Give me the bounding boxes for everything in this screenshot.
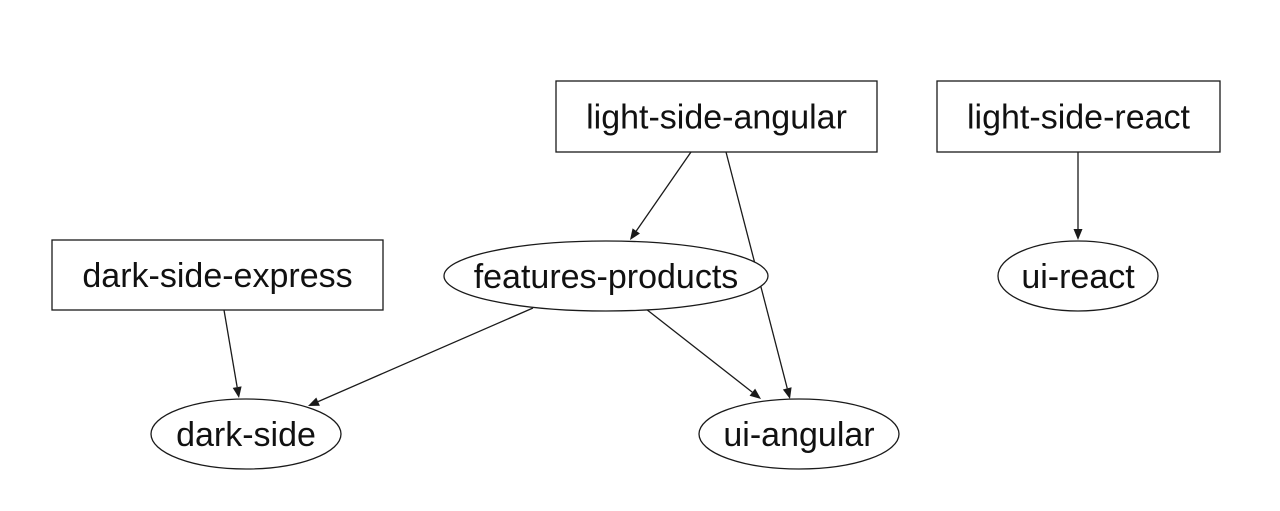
edge-features-products-to-dark-side <box>308 307 534 406</box>
node-label: dark-side-express <box>82 257 352 295</box>
edge-line <box>223 309 238 388</box>
arrow-head-icon <box>1073 229 1083 240</box>
node-ellipse <box>698 398 900 470</box>
arrow-head-icon <box>749 388 761 399</box>
node-ellipse <box>443 240 769 312</box>
arrow-head-icon <box>630 228 640 240</box>
node-box <box>555 80 878 153</box>
node-label: dark-side <box>176 416 316 454</box>
node-label: features-products <box>474 258 739 296</box>
edge-features-products-to-ui-angular <box>645 308 761 399</box>
arrow-head-icon <box>782 387 792 399</box>
node-ellipse <box>150 398 342 470</box>
node-light-side-angular[interactable]: light-side-angular <box>555 80 878 153</box>
node-ellipse <box>997 240 1159 312</box>
node-features-products[interactable]: features-products <box>443 240 769 312</box>
node-label: ui-react <box>1021 258 1135 296</box>
node-dark-side-express[interactable]: dark-side-express <box>51 239 384 311</box>
edge-light-side-angular-to-features-products <box>630 151 692 240</box>
node-light-side-react[interactable]: light-side-react <box>936 80 1221 153</box>
node-ui-angular[interactable]: ui-angular <box>698 398 900 470</box>
arrow-head-icon <box>232 386 242 398</box>
node-box <box>936 80 1221 153</box>
nodes-layer: light-side-angular light-side-react dark-s… <box>51 80 1221 470</box>
node-box <box>51 239 384 311</box>
edge-line <box>635 151 692 232</box>
node-dark-side[interactable]: dark-side <box>150 398 342 470</box>
node-ui-react[interactable]: ui-react <box>997 240 1159 312</box>
edge-line <box>317 307 534 403</box>
node-label: light-side-angular <box>586 99 847 137</box>
node-label: ui-angular <box>723 416 874 454</box>
arrow-head-icon <box>308 397 320 406</box>
edge-light-side-react-to-ui-react <box>1073 152 1083 240</box>
node-label: light-side-react <box>967 99 1191 137</box>
edge-line <box>645 308 753 393</box>
edge-dark-side-express-to-dark-side <box>223 309 242 398</box>
